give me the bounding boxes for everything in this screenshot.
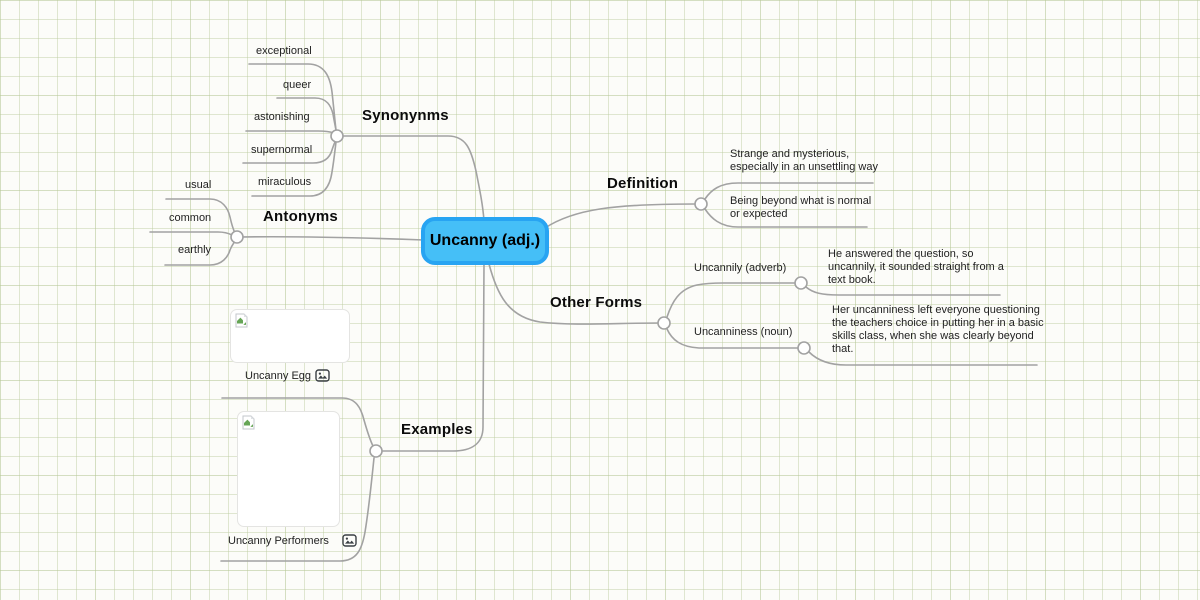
- leaf-line-queer: [276, 97, 337, 131]
- branch-line-other-forms: [488, 263, 660, 325]
- leaf-line-miraculous: [251, 141, 337, 197]
- branch-label-synonyms[interactable]: Synonynms: [362, 107, 449, 124]
- antonym-earthly[interactable]: earthly: [178, 244, 212, 256]
- leaf-line-supernormal: [242, 141, 336, 164]
- antonym-common[interactable]: common: [169, 212, 212, 224]
- image-placeholder-uncanny-performers[interactable]: [237, 411, 340, 527]
- branch-line-synonyms: [336, 135, 485, 222]
- picture-icon[interactable]: [342, 534, 357, 552]
- leaf-line-definition-1: [704, 182, 874, 200]
- example-caption-uncanny-performers[interactable]: Uncanny Performers: [228, 535, 329, 547]
- leaf-line-usual: [165, 198, 236, 234]
- branch-label-antonyms[interactable]: Antonyms: [263, 208, 338, 225]
- broken-image-icon: [242, 415, 255, 435]
- example-caption-uncanny-egg[interactable]: Uncanny Egg: [245, 370, 312, 382]
- leaf-line-uncannily: [666, 282, 796, 318]
- branch-line-definition: [544, 203, 697, 229]
- junction-uncannily[interactable]: [794, 276, 808, 290]
- branch-line-antonyms: [236, 235, 425, 241]
- synonym-astonishing[interactable]: astonishing: [254, 111, 310, 123]
- other-form-uncannily[interactable]: Uncannily (adverb): [694, 262, 787, 274]
- junction-other-forms[interactable]: [657, 316, 671, 330]
- junction-examples[interactable]: [369, 444, 383, 458]
- leaf-line-uncanniness-example: [808, 351, 1038, 366]
- broken-image-icon: [235, 313, 248, 333]
- picture-icon[interactable]: [315, 369, 330, 387]
- leaf-line-uncanny-performers: [220, 457, 375, 562]
- junction-synonyms[interactable]: [330, 129, 344, 143]
- image-placeholder-uncanny-egg[interactable]: [230, 309, 350, 363]
- other-form-uncannily-example[interactable]: He answered the question, so uncannily, …: [828, 248, 1004, 286]
- other-form-uncanniness[interactable]: Uncanniness (noun): [694, 326, 793, 338]
- definition-entry-2[interactable]: Being beyond what is normal or expected: [730, 195, 872, 220]
- synonym-miraculous[interactable]: miraculous: [258, 176, 312, 188]
- leaf-line-definition-2: [704, 208, 868, 228]
- leaf-line-uncanny-egg: [221, 397, 374, 447]
- branch-label-definition[interactable]: Definition: [607, 175, 679, 192]
- junction-uncanniness[interactable]: [797, 341, 811, 355]
- leaf-line-uncanniness: [666, 328, 799, 349]
- leaf-line-uncannily-example: [805, 286, 1001, 296]
- junction-definition[interactable]: [694, 197, 708, 211]
- branch-label-examples[interactable]: Examples: [401, 421, 473, 438]
- synonym-supernormal[interactable]: supernormal: [251, 144, 313, 156]
- synonym-exceptional[interactable]: exceptional: [256, 45, 312, 57]
- definition-entry-1[interactable]: Strange and mysterious, especially in an…: [730, 148, 878, 173]
- branch-label-other-forms[interactable]: Other Forms: [550, 294, 643, 311]
- branch-line-examples: [380, 263, 485, 452]
- junction-antonyms[interactable]: [230, 230, 244, 244]
- other-form-uncanniness-example[interactable]: Her uncanniness left everyone questionin…: [832, 304, 1044, 355]
- synonym-queer[interactable]: queer: [283, 79, 312, 91]
- central-node-uncanny[interactable]: Uncanny (adj.): [421, 217, 549, 265]
- antonym-usual[interactable]: usual: [185, 179, 212, 191]
